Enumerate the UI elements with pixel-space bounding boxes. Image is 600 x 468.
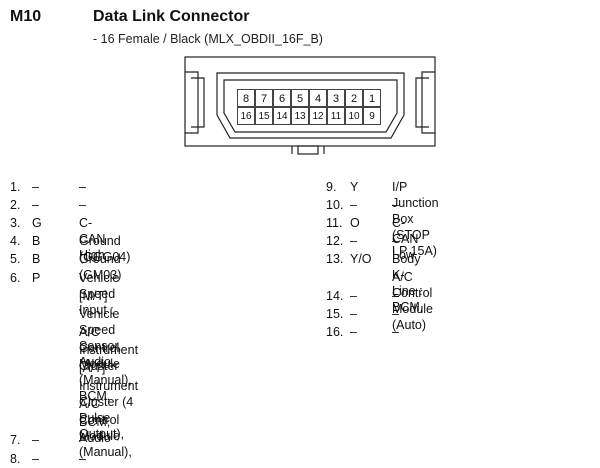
- pin-number: 13.: [326, 252, 344, 267]
- pin-description: Instrument Cluster: [79, 342, 139, 373]
- connector-key: [297, 145, 319, 155]
- pin-description: Instrument Cluster (4 Pulse Output),: [79, 379, 139, 442]
- latch-left: [185, 71, 199, 134]
- connector-diagram: [184, 56, 436, 155]
- pin-description: –: [392, 324, 399, 339]
- wire-color: –: [32, 198, 39, 213]
- pin-description: –: [79, 198, 86, 213]
- pin-12: 12: [309, 107, 327, 125]
- connector-subtitle: - 16 Female / Black (MLX_OBDII_16F_B): [93, 32, 323, 46]
- pin-description: A/C Control Module (Manual),: [79, 397, 132, 460]
- pin-description: [M/T]: [79, 288, 108, 303]
- pin-description: –: [392, 306, 399, 321]
- wire-color: Y: [350, 180, 359, 194]
- pin-number: 4.: [10, 234, 21, 249]
- pin-15: 15: [255, 107, 273, 125]
- pin-number: 1.: [10, 180, 21, 194]
- latch-right: [421, 71, 435, 134]
- pin-1: 1: [363, 89, 381, 107]
- wire-color: –: [350, 324, 357, 339]
- pin-description: –: [392, 198, 399, 213]
- wire-color: –: [350, 234, 357, 249]
- pin-6: 6: [273, 89, 291, 107]
- pin-10: 10: [345, 107, 363, 125]
- pin-description: I/P Junction Box (STOP LP 15A): [392, 180, 439, 258]
- pin-4: 4: [309, 89, 327, 107]
- pin-number: 16.: [326, 324, 344, 339]
- pin-8: 8: [237, 89, 255, 107]
- wire-color: –: [350, 198, 357, 213]
- pin-2: 2: [345, 89, 363, 107]
- wire-color: B: [32, 234, 41, 249]
- wire-color: –: [350, 288, 357, 303]
- wire-color: B: [32, 252, 41, 267]
- pin-description: A/C Control Module (Manual), BCM,: [79, 324, 132, 403]
- pin-description: Vehicle Speed Input :: [79, 270, 120, 317]
- pin-number: 10.: [326, 198, 344, 213]
- pin-description: –: [79, 433, 86, 448]
- pin-number: 15.: [326, 306, 344, 321]
- pin-number: 12.: [326, 234, 344, 249]
- wire-color: –: [32, 433, 39, 448]
- pin-description: Vehicle Speed Sensor, Audio,: [79, 306, 122, 369]
- connector-face-inner: [223, 79, 398, 133]
- wire-color: –: [32, 180, 39, 194]
- pin-9: 9: [363, 107, 381, 125]
- pin-description: Ground (GM03): [79, 252, 122, 283]
- pin-description: Ground (GGG04): [79, 234, 131, 265]
- pin-3: 3: [327, 89, 345, 107]
- pin-number: 2.: [10, 198, 21, 213]
- wire-color: O: [350, 216, 360, 231]
- pin-number: 7.: [10, 433, 21, 448]
- pin-13: 13: [291, 107, 309, 125]
- pin-number: 11.: [326, 216, 343, 231]
- pin-description: –: [79, 180, 86, 194]
- pin-description: BCM, Audio: [79, 415, 111, 446]
- pin-11: 11: [327, 107, 345, 125]
- pin-description: –: [392, 234, 399, 249]
- latch-right-inner: [415, 77, 429, 128]
- wire-color: G: [32, 216, 42, 231]
- pin-number: 9.: [326, 180, 337, 194]
- pin-description: A/C Control Module (Auto): [392, 270, 433, 333]
- pin-5: 5: [291, 89, 309, 107]
- pin-16: 16: [237, 107, 255, 125]
- pin-description: Body K-Line : BCM,: [392, 252, 424, 315]
- pin-number: 14.: [326, 288, 344, 303]
- pin-description: C-CAN High: [79, 216, 106, 263]
- connector-title: Data Link Connector: [93, 8, 250, 25]
- connector-code: M10: [10, 8, 42, 25]
- wire-color: Y/O: [350, 252, 372, 267]
- pin-description: [A/T]: [79, 361, 106, 375]
- pin-14: 14: [273, 107, 291, 125]
- pin-description: –: [392, 288, 399, 303]
- pin-number: 6.: [10, 270, 21, 285]
- pin-description: –: [79, 451, 86, 466]
- wire-color: –: [350, 306, 357, 321]
- pin-7: 7: [255, 89, 273, 107]
- latch-left-inner: [191, 77, 205, 128]
- pin-number: 3.: [10, 216, 21, 231]
- connector-face-outer: [216, 72, 405, 139]
- pin-number: 8.: [10, 451, 21, 466]
- pin-number: 5.: [10, 252, 21, 267]
- pin-description: C-CAN Low: [392, 216, 419, 263]
- wire-color: –: [32, 451, 39, 466]
- wire-color: P: [32, 270, 41, 285]
